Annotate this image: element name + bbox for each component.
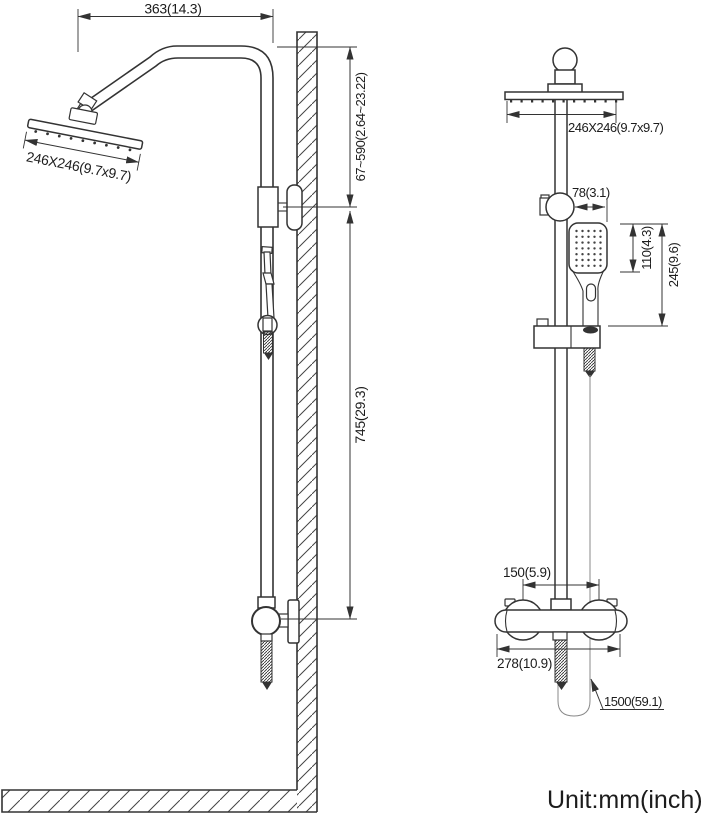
dim-hose-length: 1500(59.1) [590, 678, 664, 710]
height-range-label: 67~590(2.64~23.22) [353, 72, 368, 181]
dim-holder-width: 78(3.1) [572, 185, 610, 222]
slider-block-side [257, 186, 279, 228]
left-handle-cap-line [504, 610, 508, 632]
arm-reach-label: 363(14.3) [144, 1, 201, 17]
overhead-shower-side: 246X246(9.7x9.7) [22, 91, 144, 184]
holder-dial-front [545, 192, 575, 222]
head-size-label-side: 246X246(9.7x9.7) [25, 148, 133, 184]
hose-length-label: 1500(59.1) [604, 694, 662, 709]
shower-head-plate-front [504, 91, 624, 101]
dim-hand-shower-length: 245(9.6) [608, 223, 681, 327]
shower-arm-and-riser-side [83, 45, 274, 597]
dim-valve-width: 278(10.9) [496, 634, 621, 671]
hose-lower-loop [557, 633, 591, 717]
head-mount-block [68, 107, 99, 125]
hose-coil-tip-side [264, 353, 273, 360]
head-stem-front [554, 69, 576, 85]
dim-inlet-spacing: 150(5.9) [503, 565, 600, 601]
hand-shower-fold-side [262, 272, 275, 285]
valve-wall-plate [287, 599, 300, 644]
floor-section [1, 789, 317, 813]
wall-hatch [297, 32, 317, 812]
side-view: 246X246(9.7x9.7) [1, 1, 368, 813]
arm-inner-line [89, 57, 262, 597]
holder-width-label: 78(3.1) [572, 185, 610, 200]
dim-head-size-front: 246X246(9.7x9.7) [506, 101, 664, 135]
arm-outer-line [83, 45, 274, 597]
handle-end-cap [583, 326, 598, 334]
head-size-label-front: 246X246(9.7x9.7) [568, 120, 664, 135]
hand-hose-tip-front [585, 371, 595, 378]
valve-outlet-front [552, 631, 568, 641]
hand-shower-body-side [263, 251, 272, 276]
valve-hose-tip-side [262, 682, 272, 690]
hand-shower-side [257, 246, 278, 360]
slide-bracket-front [533, 318, 601, 378]
ball-joint-front [552, 47, 578, 73]
wall-bracket-side [257, 184, 303, 231]
wall-mount-side [286, 184, 303, 231]
overhead-shower-front: 246X246(9.7x9.7) [504, 47, 664, 135]
hand-shower-holder-front [539, 192, 575, 222]
shower-hose-front [557, 375, 591, 717]
valve-hose-coil-side [260, 640, 273, 683]
spray-head-length-label: 110(4.3) [639, 226, 654, 270]
spray-dots [575, 229, 602, 267]
inlet-spacing-label: 150(5.9) [503, 565, 551, 580]
dim-arm-reach: 363(14.3) [77, 1, 274, 52]
floor-outline [1, 789, 317, 813]
shower-head-plate-side [26, 118, 144, 150]
handle-right-edge [597, 269, 605, 326]
wall-section [296, 31, 318, 812]
valve-hose-coil-front [554, 639, 568, 683]
dim-bracket-to-valve: 745(29.3) [281, 210, 368, 620]
hand-shower-length-label: 245(9.6) [666, 243, 681, 288]
dim-spray-head-length: 110(4.3) [620, 223, 668, 273]
hose-coil-side [263, 331, 273, 354]
holder-clamp-side [262, 317, 273, 332]
valve-outlet-side [260, 633, 273, 642]
dim-height-range: 67~590(2.64~23.22) [277, 46, 368, 208]
front-view: 246X246(9.7x9.7) 78(3.1) [494, 47, 681, 717]
valve-hose-tip-front [556, 682, 567, 690]
riser-valve-nut [550, 598, 572, 611]
bracket-body-front [533, 325, 601, 349]
hand-hose-coil-front [583, 347, 596, 372]
hand-shower-handle-side [265, 283, 275, 319]
handle-button [585, 283, 597, 302]
valve-body-side [251, 606, 281, 636]
bracket-to-valve-label: 745(29.3) [352, 386, 368, 443]
right-handle-cap-line [614, 610, 618, 632]
handle-left-edge [571, 269, 584, 326]
shower-valve-front [494, 598, 628, 690]
valve-body-front [494, 609, 628, 633]
unit-label: Unit:mm(inch) [547, 786, 703, 814]
hand-shower-front [568, 222, 608, 326]
wall-outline [296, 31, 318, 812]
valve-width-label: 278(10.9) [497, 656, 552, 671]
shower-valve-side [251, 596, 300, 690]
riser-pipe-front [554, 97, 568, 602]
floor-hatch [2, 790, 297, 812]
